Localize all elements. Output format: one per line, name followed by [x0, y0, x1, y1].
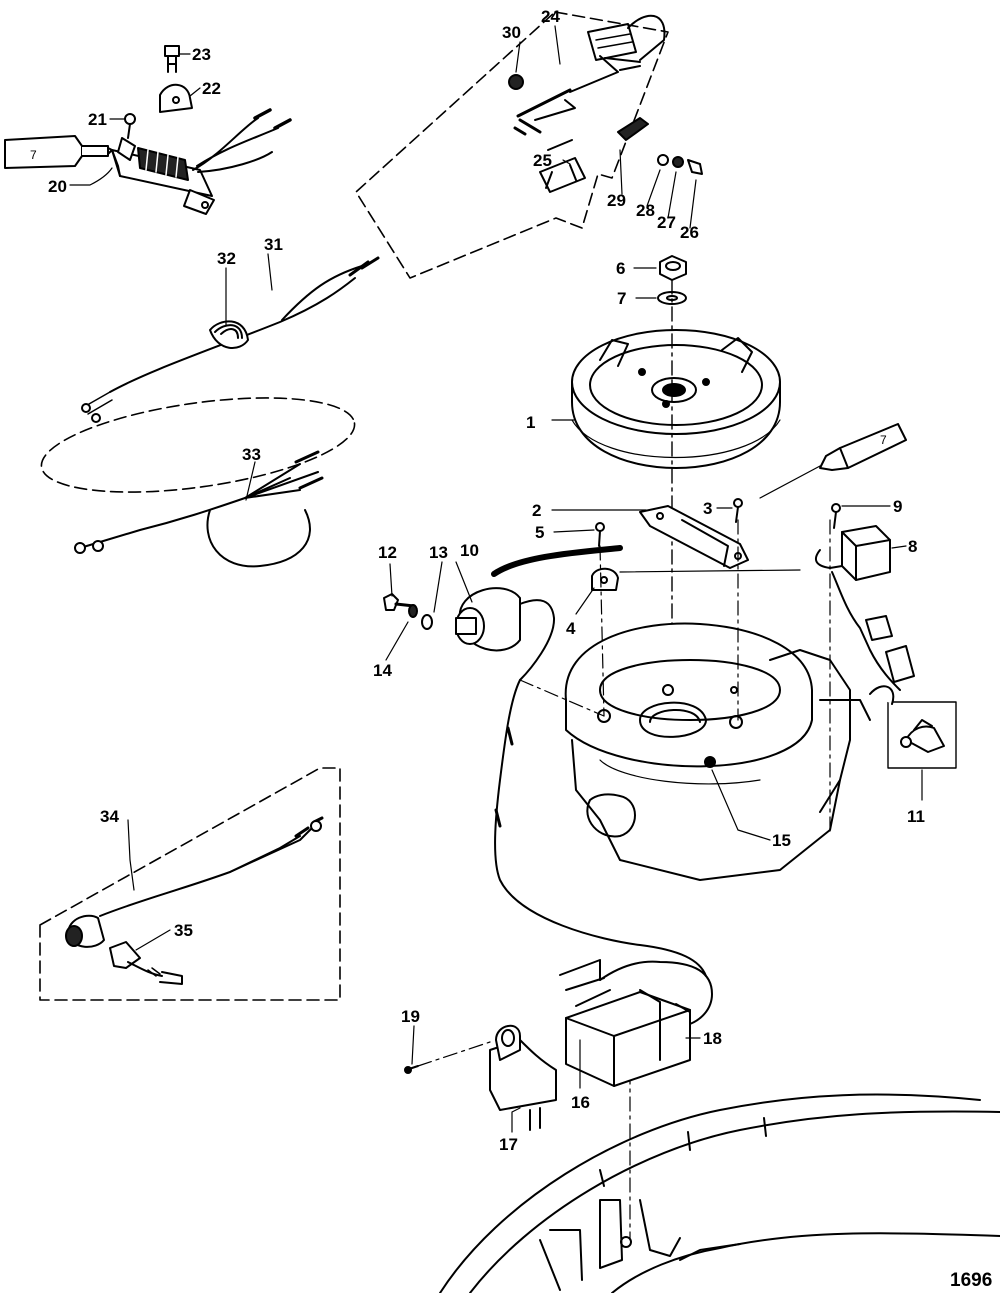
callout-15: 15: [772, 831, 791, 850]
fuse-assembly-drawing: [508, 14, 703, 193]
tube-right-label: 7: [880, 433, 887, 447]
sealant-leader-line: [619, 569, 801, 573]
callout-29: 29: [607, 191, 626, 210]
callout-1: 1: [526, 413, 535, 432]
callout-34: 34: [100, 807, 119, 826]
callout-28: 28: [636, 201, 655, 220]
bottom-cowl-drawing: [439, 1093, 1000, 1294]
callout-14: 14: [373, 661, 392, 680]
tube-left-label: 7: [30, 148, 37, 162]
callout-labels: 1 2 3 4 5 6 7 8 9 10 11 12 13 14 15 16 1…: [30, 7, 992, 1291]
callout-23: 23: [192, 45, 211, 64]
stop-switch-drawing: [65, 816, 324, 985]
harness-dashed-loop: [40, 397, 356, 493]
assembly-center-lines: [417, 519, 831, 1241]
callout-16: 16: [571, 1093, 590, 1112]
callout-21: 21: [88, 110, 107, 129]
coil-fasteners-drawing: [383, 593, 433, 630]
rectifier-drawing: [111, 108, 292, 215]
callout-30: 30: [502, 23, 521, 42]
spark-boot-inset-drawing: [900, 719, 945, 753]
callout-32: 32: [217, 249, 236, 268]
callout-18: 18: [703, 1029, 722, 1048]
callout-10: 10: [460, 541, 479, 560]
callout-35: 35: [174, 921, 193, 940]
trigger-bracket-drawing: [595, 498, 749, 569]
ground-clamp-drawing: [159, 45, 193, 113]
leader-lines: [69, 25, 923, 1133]
stator-module-drawing: [814, 503, 915, 705]
callout-8: 8: [908, 537, 917, 556]
callout-2: 2: [532, 501, 541, 520]
switch-box-drawing: [404, 959, 713, 1131]
callout-11: 11: [907, 807, 925, 826]
stop-switch-dashed-box: [39, 767, 341, 1001]
callout-6: 6: [616, 259, 625, 278]
callout-19: 19: [401, 1007, 420, 1026]
callout-7-washer: 7: [617, 289, 626, 308]
callout-31: 31: [264, 235, 283, 254]
sealant-tube-right-drawing: [759, 423, 907, 499]
callout-4: 4: [566, 619, 576, 638]
ignition-coil-drawing: [455, 587, 707, 977]
battery-harness-drawing: [74, 450, 324, 568]
callout-13: 13: [429, 543, 448, 562]
callout-24: 24: [541, 7, 560, 26]
wire-clamp-drawing: [491, 545, 623, 591]
callout-5: 5: [535, 523, 544, 542]
callout-3: 3: [703, 499, 712, 518]
rectifier-screw-drawing: [124, 113, 136, 139]
callout-17: 17: [499, 1135, 518, 1154]
figure-number: 1696: [950, 1270, 992, 1291]
fuse-kit-dashed-box: [355, 11, 669, 279]
callout-22: 22: [202, 79, 221, 98]
callout-12: 12: [378, 543, 397, 562]
callout-33: 33: [242, 445, 261, 464]
spark-boot-inset-box: [887, 701, 957, 769]
callout-9: 9: [893, 497, 902, 516]
callout-26: 26: [680, 223, 699, 242]
flywheel-drawing: [571, 329, 781, 469]
callout-25: 25: [533, 151, 552, 170]
callout-27: 27: [657, 213, 676, 232]
flywheel-nut-drawing: [657, 255, 687, 305]
powerhead-drawing: [564, 622, 871, 881]
sealant-tube-left-drawing: [4, 135, 113, 169]
harness-drawing: [81, 256, 380, 423]
callout-20: 20: [48, 177, 67, 196]
